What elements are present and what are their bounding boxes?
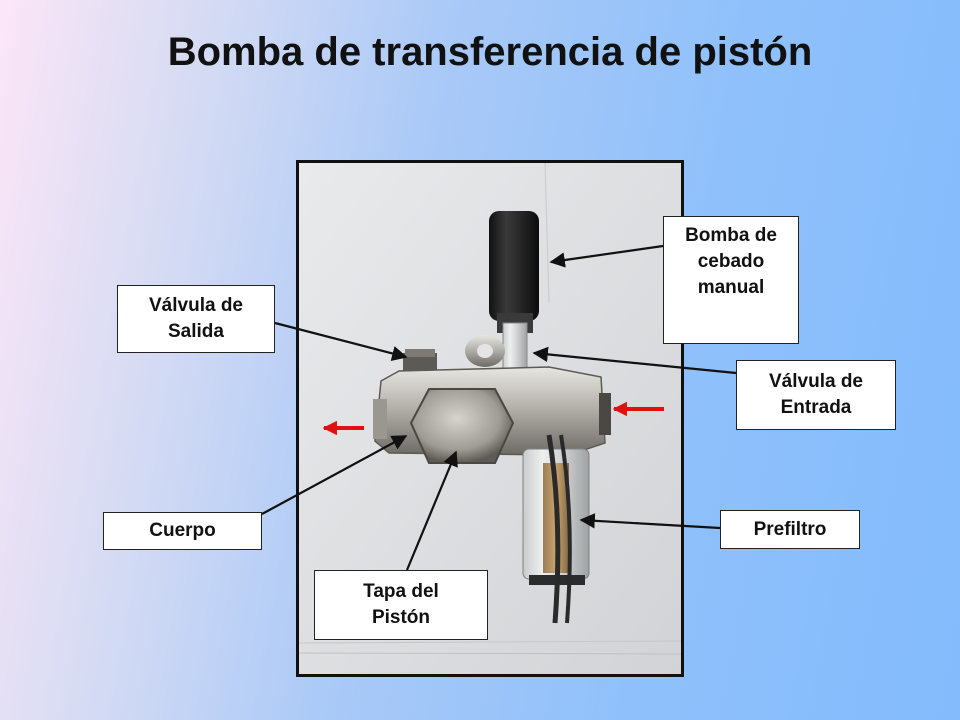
label-cuerpo: Cuerpo [103, 512, 262, 550]
label-prefiltro: Prefiltro [720, 510, 860, 549]
label-cuerpo-text: Cuerpo [149, 520, 216, 541]
label-valvula-entrada-text: Válvula de Entrada [769, 371, 863, 418]
label-bomba-cebado: Bomba de cebado manual [663, 216, 799, 344]
label-tapa-piston: Tapa del Pistón [314, 570, 488, 640]
label-valvula-salida-text: Válvula de Salida [149, 295, 243, 342]
label-prefiltro-text: Prefiltro [753, 518, 827, 540]
label-tapa-piston-text: Tapa del Pistón [363, 581, 439, 628]
label-valvula-entrada: Válvula de Entrada [736, 360, 896, 430]
label-valvula-salida: Válvula de Salida [117, 285, 275, 353]
page-title: Bomba de transferencia de pistón [167, 30, 813, 74]
label-bomba-cebado-text: Bomba de cebado manual [685, 225, 777, 298]
